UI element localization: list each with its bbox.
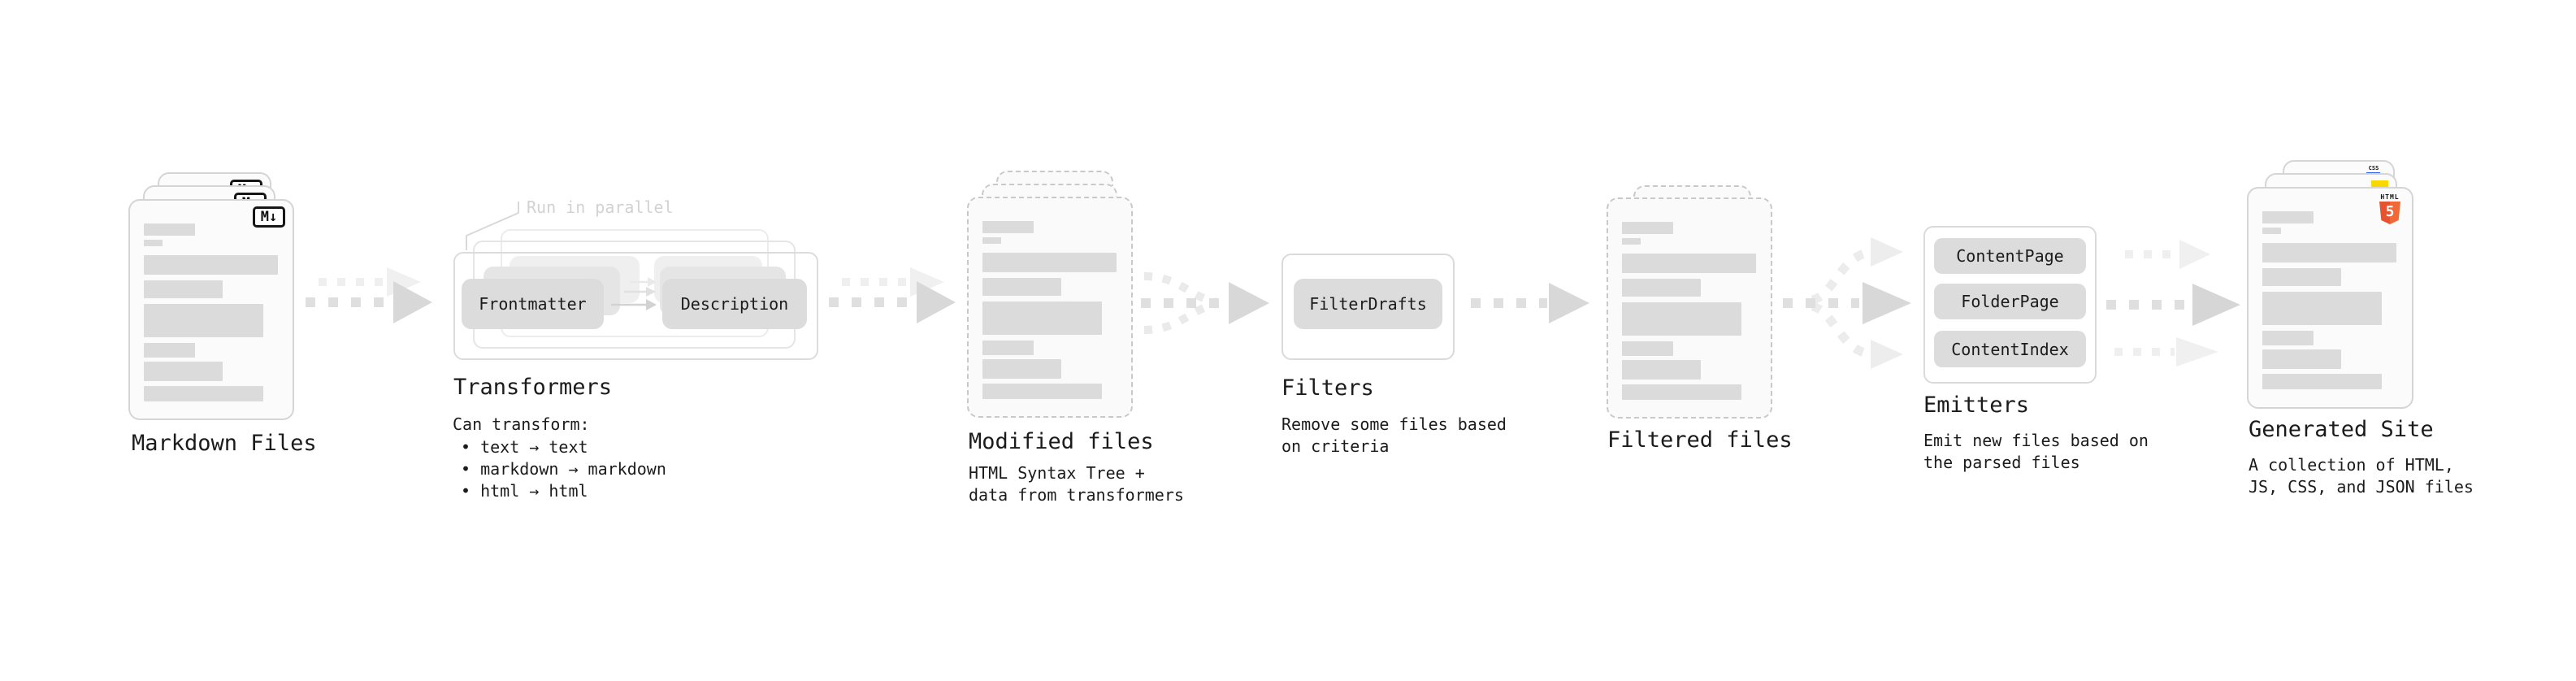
text-placeholder-bar <box>2262 243 2396 262</box>
transformer-lane-front <box>453 252 818 360</box>
filters-desc: on criteria <box>1281 436 1390 456</box>
text-placeholder-bar <box>1622 279 1701 297</box>
text-placeholder-bar <box>2262 268 2341 286</box>
emitters-desc: the parsed files <box>1923 453 2080 472</box>
text-placeholder-bar <box>144 223 195 236</box>
arrow-modified-to-filters <box>1141 272 1269 334</box>
filtered-file-card-front <box>1607 197 1772 419</box>
text-placeholder-bar <box>2262 331 2314 345</box>
modified-files-desc: HTML Syntax Tree + <box>969 463 1145 483</box>
text-placeholder-bar <box>982 384 1102 399</box>
markdown-icon: M↓ <box>253 206 285 228</box>
text-placeholder-bar <box>982 278 1061 296</box>
text-placeholder-bar <box>144 386 263 401</box>
transformers-desc-title: Can transform: <box>453 414 590 434</box>
generated-html-file-card: HTML 5 <box>2247 187 2413 409</box>
text-placeholder-bar <box>2262 374 2382 389</box>
contentpage-pill: ContentPage <box>1934 238 2086 274</box>
css-icon-label: CSS <box>2368 165 2379 171</box>
html5-icon-shield: 5 <box>2379 202 2400 224</box>
text-placeholder-bars <box>144 223 278 401</box>
stage-title-modified-files: Modified files <box>969 429 1154 454</box>
arrow-filtered-to-emitters <box>1783 237 1911 369</box>
run-in-parallel-annotation: Run in parallel <box>527 197 674 217</box>
transform-arrows <box>611 277 657 310</box>
stage-title-filters: Filters <box>1281 375 1374 401</box>
text-placeholder-bar <box>2262 228 2281 234</box>
markdown-file-card-front: M↓ <box>128 199 294 420</box>
transformers-bullet: • text → text <box>461 437 588 457</box>
text-placeholder-bar <box>144 343 195 358</box>
text-placeholder-bar <box>1622 254 1756 273</box>
stage-title-emitters: Emitters <box>1923 393 2030 418</box>
text-placeholder-bar <box>1622 302 1741 336</box>
html5-icon: HTML 5 <box>2376 193 2404 224</box>
modified-files-desc: data from transformers <box>969 485 1184 505</box>
modified-file-card-front <box>967 197 1133 418</box>
text-placeholder-bars <box>2262 211 2396 389</box>
transformers-bullet: • markdown → markdown <box>461 459 666 479</box>
text-placeholder-bar <box>144 362 223 381</box>
generated-site-desc: A collection of HTML, <box>2249 455 2454 475</box>
text-placeholder-bar <box>1622 384 1741 400</box>
stage-title-markdown-files: Markdown Files <box>132 431 317 456</box>
frontmatter-pill: Frontmatter <box>462 279 604 329</box>
text-placeholder-bar <box>982 237 1001 244</box>
text-placeholder-bar <box>2262 292 2382 325</box>
text-placeholder-bar <box>982 253 1117 272</box>
generated-site-desc: JS, CSS, and JSON files <box>2249 477 2474 497</box>
emitters-desc: Emit new files based on <box>1923 431 2149 450</box>
filters-desc: Remove some files based <box>1281 414 1507 434</box>
text-placeholder-bar <box>144 240 163 246</box>
text-placeholder-bars <box>1622 222 1756 400</box>
text-placeholder-bars <box>982 221 1117 399</box>
text-placeholder-bar <box>144 304 263 337</box>
transformers-bullet: • html → html <box>461 481 588 501</box>
text-placeholder-bar <box>144 280 223 298</box>
arrow-filters-to-filtered <box>1471 283 1589 323</box>
text-placeholder-bar <box>982 359 1061 379</box>
text-placeholder-bar <box>144 255 278 275</box>
filterdrafts-pill: FilterDrafts <box>1294 279 1442 329</box>
stage-title-transformers: Transformers <box>453 375 613 400</box>
folderpage-pill: FolderPage <box>1934 284 2086 319</box>
text-placeholder-bar <box>1622 360 1701 380</box>
html5-icon-word: HTML <box>2380 193 2400 201</box>
text-placeholder-bar <box>1622 222 1673 234</box>
contentindex-pill: ContentIndex <box>1934 331 2086 367</box>
description-pill: Description <box>662 279 807 329</box>
stage-title-filtered-files: Filtered files <box>1607 427 1793 453</box>
text-placeholder-bar <box>1622 238 1641 245</box>
text-placeholder-bar <box>982 221 1034 233</box>
annotation-connector-line <box>466 202 519 250</box>
text-placeholder-bar <box>1622 341 1673 356</box>
stage-title-generated-site: Generated Site <box>2249 417 2434 442</box>
arrow-transformers-to-modified <box>829 267 956 323</box>
text-placeholder-bar <box>982 340 1034 355</box>
arrow-markdown-to-transformers <box>306 267 432 323</box>
text-placeholder-bar <box>2262 349 2341 369</box>
arrow-emitters-to-generated <box>2106 240 2240 367</box>
text-placeholder-bar <box>2262 211 2314 223</box>
text-placeholder-bar <box>982 301 1102 335</box>
